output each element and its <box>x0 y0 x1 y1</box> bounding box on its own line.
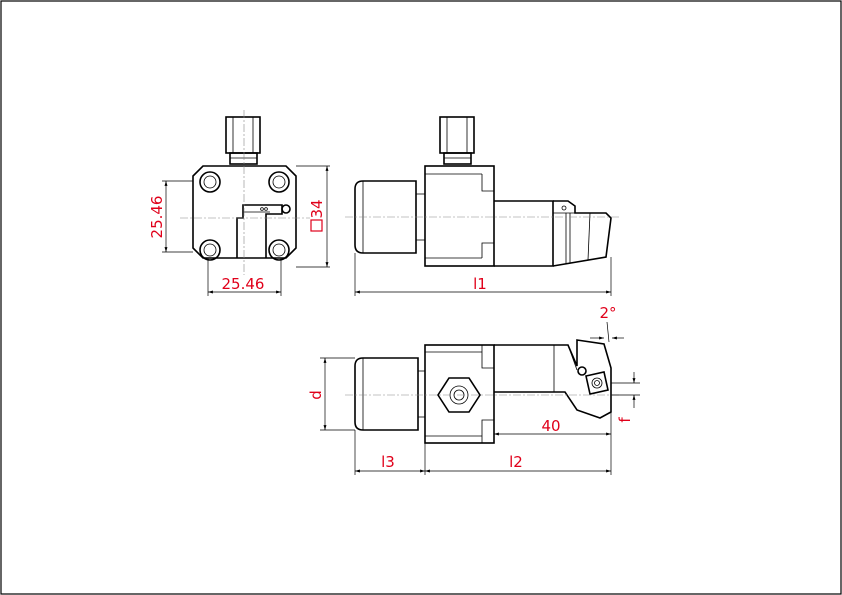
top-view-bar <box>494 339 612 419</box>
l2-dimension: l2 <box>425 440 612 475</box>
top-view-shank <box>354 357 425 431</box>
cutting-insert-icon <box>585 371 609 395</box>
square-dimension: 34 <box>296 165 330 268</box>
f-dimension: f <box>611 372 640 423</box>
front-view-nut <box>225 116 261 165</box>
angle-label: 2° <box>599 304 616 322</box>
front-view: 25.46 25.46 34 <box>148 110 330 296</box>
l1-dimension: l1 <box>354 253 612 296</box>
side-view-block <box>416 165 495 267</box>
front-view-bolt-holes <box>199 171 290 261</box>
d-label: d <box>307 390 325 400</box>
front-height-dimension: 25.46 <box>148 180 193 253</box>
front-view-shank <box>236 204 291 258</box>
l2-label: l2 <box>509 453 523 471</box>
l1-label: l1 <box>473 275 487 293</box>
side-view: l1 <box>345 116 620 296</box>
angle-dimension: 2° <box>590 304 624 343</box>
offset-40-dimension: 40 <box>494 412 612 440</box>
front-width-dimension: 25.46 <box>207 258 282 296</box>
front-width-label: 25.46 <box>222 275 265 293</box>
front-height-label: 25.46 <box>148 196 166 239</box>
l3-label: l3 <box>381 453 395 471</box>
side-view-bar <box>494 200 612 267</box>
square-label: 34 <box>308 199 326 218</box>
d-dimension: d <box>307 357 355 431</box>
side-view-nut <box>439 116 475 165</box>
offset-40-label: 40 <box>541 417 560 435</box>
top-view-block <box>424 344 495 444</box>
l3-dimension: l3 <box>354 430 426 475</box>
top-view: 2° d 40 f l3 <box>307 304 640 475</box>
f-label: f <box>616 417 634 423</box>
square-symbol-icon <box>310 219 323 232</box>
